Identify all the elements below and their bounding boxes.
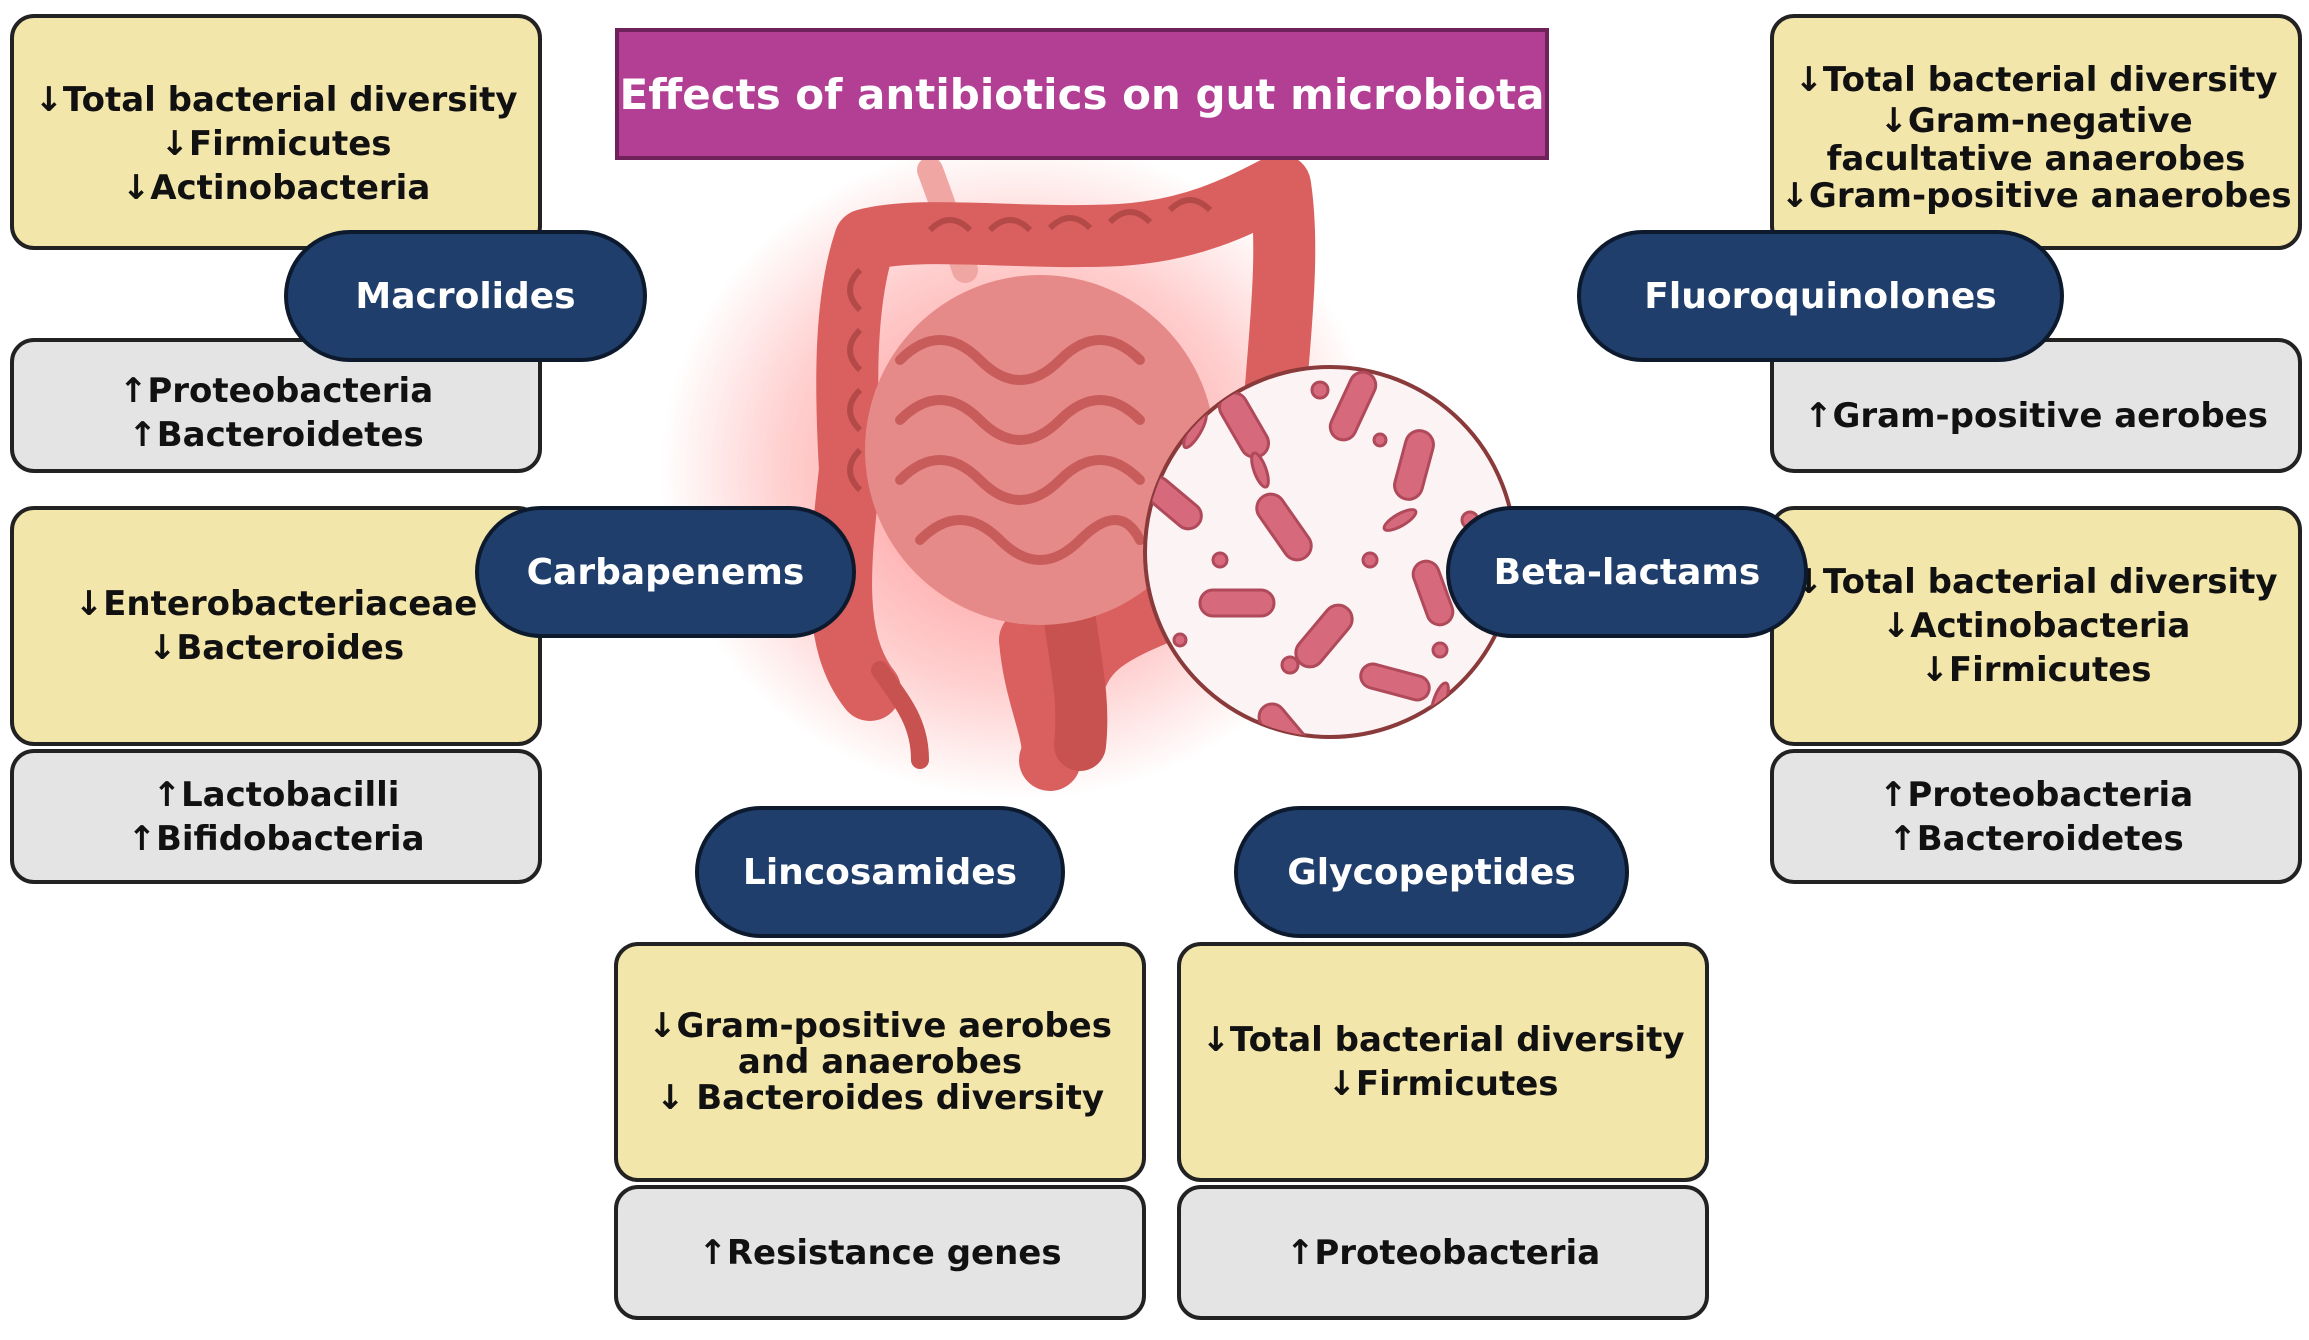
beta-lactams-decrease-box: ↓Total bacterial diversity ↓Actinobacter… bbox=[1770, 506, 2302, 746]
carbapenems-increase-box: ↑Lactobacilli ↑Bifidobacteria bbox=[10, 749, 542, 884]
fluoroquinolones-label: Fluoroquinolones bbox=[1577, 230, 2064, 362]
effect-text: ↓Enterobacteriaceae bbox=[74, 584, 478, 624]
effect-text: ↑Bacteroidetes bbox=[128, 414, 424, 455]
effect-text: ↓Gram-negative bbox=[1879, 101, 2193, 141]
effect-text: ↑Lactobacilli bbox=[152, 774, 400, 815]
lincosamides-increase-box: ↑Resistance genes bbox=[614, 1185, 1146, 1320]
effect-text: ↑Bifidobacteria bbox=[127, 818, 425, 859]
effect-text: ↓Total bacterial diversity bbox=[34, 80, 518, 120]
effect-text: ↑Proteobacteria bbox=[118, 370, 434, 411]
effect-text: ↓Total bacterial diversity bbox=[1794, 562, 2278, 602]
carbapenems-decrease-box: ↓Enterobacteriaceae ↓Bacteroides bbox=[10, 506, 542, 746]
macrolides-label: Macrolides bbox=[284, 230, 647, 362]
intestine-icon bbox=[810, 154, 1316, 791]
carbapenems-label: Carbapenems bbox=[475, 506, 856, 638]
glycopeptides-decrease-box: ↓Total bacterial diversity ↓Firmicutes bbox=[1177, 942, 1709, 1182]
effect-text: ↓Gram-positive aerobes bbox=[648, 1006, 1112, 1046]
effect-text: ↓Total bacterial diversity bbox=[1201, 1020, 1685, 1060]
beta-lactams-label: Beta-lactams bbox=[1446, 506, 1808, 638]
effect-text: ↑Proteobacteria bbox=[1878, 774, 2194, 815]
effect-text: ↑Bacteroidetes bbox=[1888, 818, 2184, 859]
effect-text: ↓Firmicutes bbox=[160, 124, 392, 164]
effect-text: ↓Bacteroides bbox=[147, 628, 405, 668]
effect-text: ↑Gram-positive aerobes bbox=[1804, 395, 2268, 436]
lincosamides-decrease-box: ↓Gram-positive aerobes and anaerobes ↓ B… bbox=[614, 942, 1146, 1182]
effect-text: ↑Proteobacteria bbox=[1285, 1232, 1601, 1273]
macrolides-increase-box: ↑Proteobacteria ↑Bacteroidetes bbox=[10, 338, 542, 473]
lincosamides-label: Lincosamides bbox=[695, 806, 1065, 938]
effect-text: ↓Firmicutes bbox=[1920, 650, 2152, 690]
effect-text: ↓Actinobacteria bbox=[1881, 606, 2191, 646]
effect-text: facultative anaerobes bbox=[1826, 139, 2246, 179]
glycopeptides-label: Glycopeptides bbox=[1234, 806, 1629, 938]
macrolides-decrease-box: ↓Total bacterial diversity ↓Firmicutes ↓… bbox=[10, 14, 542, 250]
effect-text: ↓ Bacteroides diversity bbox=[655, 1078, 1105, 1118]
effect-text: ↓Actinobacteria bbox=[121, 168, 431, 208]
effect-text: and anaerobes bbox=[737, 1042, 1023, 1082]
effect-text: ↓Total bacterial diversity bbox=[1794, 60, 2278, 100]
fluoroquinolones-decrease-box: ↓Total bacterial diversity ↓Gram-negativ… bbox=[1770, 14, 2302, 250]
effect-text: ↑Resistance genes bbox=[698, 1232, 1062, 1273]
effect-text: ↓Gram-positive anaerobes bbox=[1780, 176, 2292, 216]
glycopeptides-increase-box: ↑Proteobacteria bbox=[1177, 1185, 1709, 1320]
diagram-title: Effects of antibiotics on gut microbiota bbox=[615, 28, 1549, 160]
beta-lactams-increase-box: ↑Proteobacteria ↑Bacteroidetes bbox=[1770, 749, 2302, 884]
effect-text: ↓Firmicutes bbox=[1327, 1064, 1559, 1104]
